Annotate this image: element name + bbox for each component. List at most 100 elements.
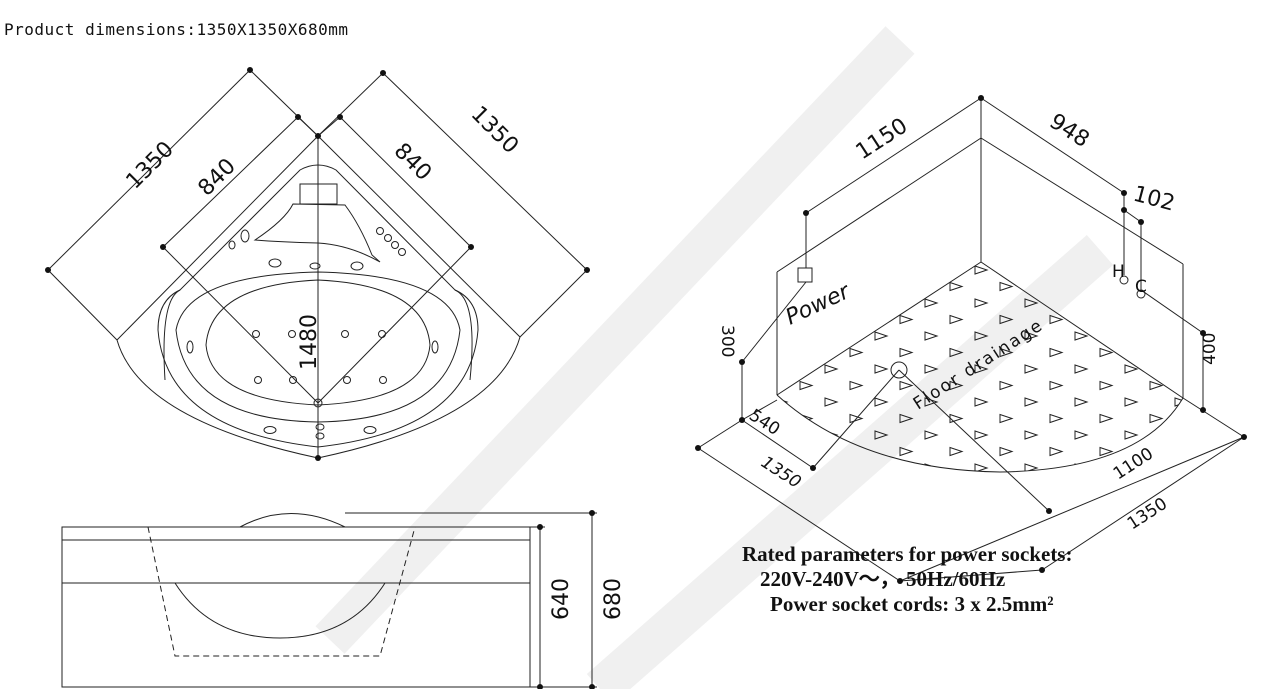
- floor-triangle: [1174, 430, 1183, 440]
- floor-triangle: [1049, 380, 1064, 391]
- floor-triangle: [999, 380, 1014, 391]
- floor-triangle: [849, 380, 864, 391]
- power-parameters: Rated parameters for power sockets: 220V…: [742, 542, 1072, 617]
- floor-triangle: [899, 446, 914, 457]
- floor-triangle: [874, 331, 889, 341]
- jets: [186, 227, 439, 440]
- power-socket-icon: [797, 267, 813, 283]
- dim-wall-left: 1150: [852, 114, 913, 165]
- floor-triangle: [1074, 430, 1089, 440]
- floor-triangle: [949, 314, 964, 325]
- cold-water-icon: [1136, 289, 1146, 299]
- dim-power-height: 300: [717, 325, 737, 357]
- dim-total-height: 680: [601, 578, 626, 620]
- floor-triangle: [999, 314, 1014, 325]
- floor-triangle: [974, 298, 989, 308]
- floor-triangle: [1000, 481, 1012, 489]
- floor-triangle: [949, 380, 964, 391]
- params-heading: Rated parameters for power sockets:: [742, 542, 1073, 566]
- floor-triangle: [899, 413, 914, 424]
- floor-triangle: [999, 413, 1014, 424]
- dim-floor-right: 1350: [1124, 494, 1171, 534]
- floor-triangle: [1124, 430, 1139, 440]
- floor-triangle: [1074, 364, 1089, 374]
- floor-triangle: [799, 413, 814, 424]
- floor-triangle: [824, 397, 839, 407]
- floor-triangle: [975, 530, 987, 538]
- params-cords: Power socket cords: 3 x 2.5mm²: [770, 592, 1054, 616]
- floor-triangle: [1149, 380, 1164, 391]
- floor-triangle: [1025, 530, 1037, 538]
- floor-triangle: [974, 397, 989, 407]
- floor-triangle: [874, 430, 889, 440]
- floor-triangle: [1024, 364, 1039, 374]
- floor-triangle: [1049, 347, 1064, 358]
- dim-outer-right: 1350: [466, 102, 523, 159]
- floor-triangle: [949, 281, 964, 292]
- floor-triangle: [1024, 430, 1039, 440]
- floor-triangle: [799, 380, 814, 391]
- floor-triangle: [1099, 446, 1114, 457]
- floor-triangle: [1099, 347, 1114, 358]
- cold-label: C: [1135, 277, 1147, 297]
- floor-triangle: [924, 298, 939, 308]
- floor-triangle: [874, 364, 889, 374]
- floor-triangle: [1024, 397, 1039, 407]
- floor-triangle: [1149, 413, 1164, 424]
- dim-inner-right: 840: [389, 139, 436, 186]
- dim-water-height: 400: [1200, 333, 1220, 365]
- floor-triangle: [949, 347, 964, 358]
- floor-triangle: [925, 497, 937, 505]
- floor-triangle: [849, 347, 864, 358]
- floor-triangle: [950, 481, 962, 489]
- params-voltage: 220V-240V～， 50Hz/60Hz: [760, 567, 1006, 591]
- floor-triangle: [975, 497, 987, 505]
- floor-triangle: [1074, 463, 1089, 472]
- floor-triangle: [1000, 514, 1012, 522]
- floor-triangle: [900, 481, 912, 489]
- floor-triangle: [949, 413, 964, 424]
- dim-diagonal: 1480: [297, 314, 322, 370]
- floor-triangle: [924, 430, 939, 440]
- power-label: Power: [782, 279, 855, 331]
- floor-triangle: [974, 463, 989, 472]
- floor-triangle: [999, 446, 1014, 457]
- floor-triangle: [899, 314, 914, 325]
- floor-triangle: [1050, 481, 1062, 489]
- floor-triangle: [925, 530, 937, 538]
- floor-triangle: [824, 364, 839, 374]
- floor-triangle: [950, 514, 962, 522]
- elevation-view: 640 680: [61, 510, 626, 689]
- floor-triangle: [874, 397, 889, 407]
- floor-triangle: [899, 347, 914, 358]
- dimension-dots: [45, 67, 590, 461]
- floor-triangle: [1024, 331, 1039, 341]
- floor-triangle: [1024, 463, 1039, 472]
- floor-triangle: [999, 281, 1014, 292]
- floor-triangle: [849, 413, 864, 424]
- floor-triangle: [974, 430, 989, 440]
- floor-triangle: [1074, 331, 1089, 341]
- floor-triangle: [1100, 481, 1112, 489]
- floor-triangle: [949, 446, 964, 457]
- floor-triangle: [799, 446, 814, 457]
- floor-triangle: [974, 331, 989, 341]
- floor-triangle: [1099, 413, 1114, 424]
- floor-drain-icon: [890, 361, 908, 379]
- floor-triangle: [924, 364, 939, 374]
- floor-triangle: [1049, 413, 1064, 424]
- dim-wall-right: 948: [1045, 109, 1094, 153]
- floor-triangle: [1074, 397, 1089, 407]
- dim-inner-height: 640: [549, 578, 574, 620]
- floor-triangle: [900, 514, 912, 522]
- floor-triangle: [1049, 446, 1064, 457]
- hot-label: H: [1112, 262, 1125, 282]
- floor-triangle: [1124, 364, 1139, 374]
- floor-triangle: [899, 380, 914, 391]
- dim-hc-spacing: 102: [1130, 182, 1177, 217]
- floor-triangle: [974, 364, 989, 374]
- floor-triangle: [1124, 397, 1139, 407]
- plan-view: 1350 840 840 1350 1480: [45, 67, 590, 461]
- floor-triangle: [974, 265, 989, 275]
